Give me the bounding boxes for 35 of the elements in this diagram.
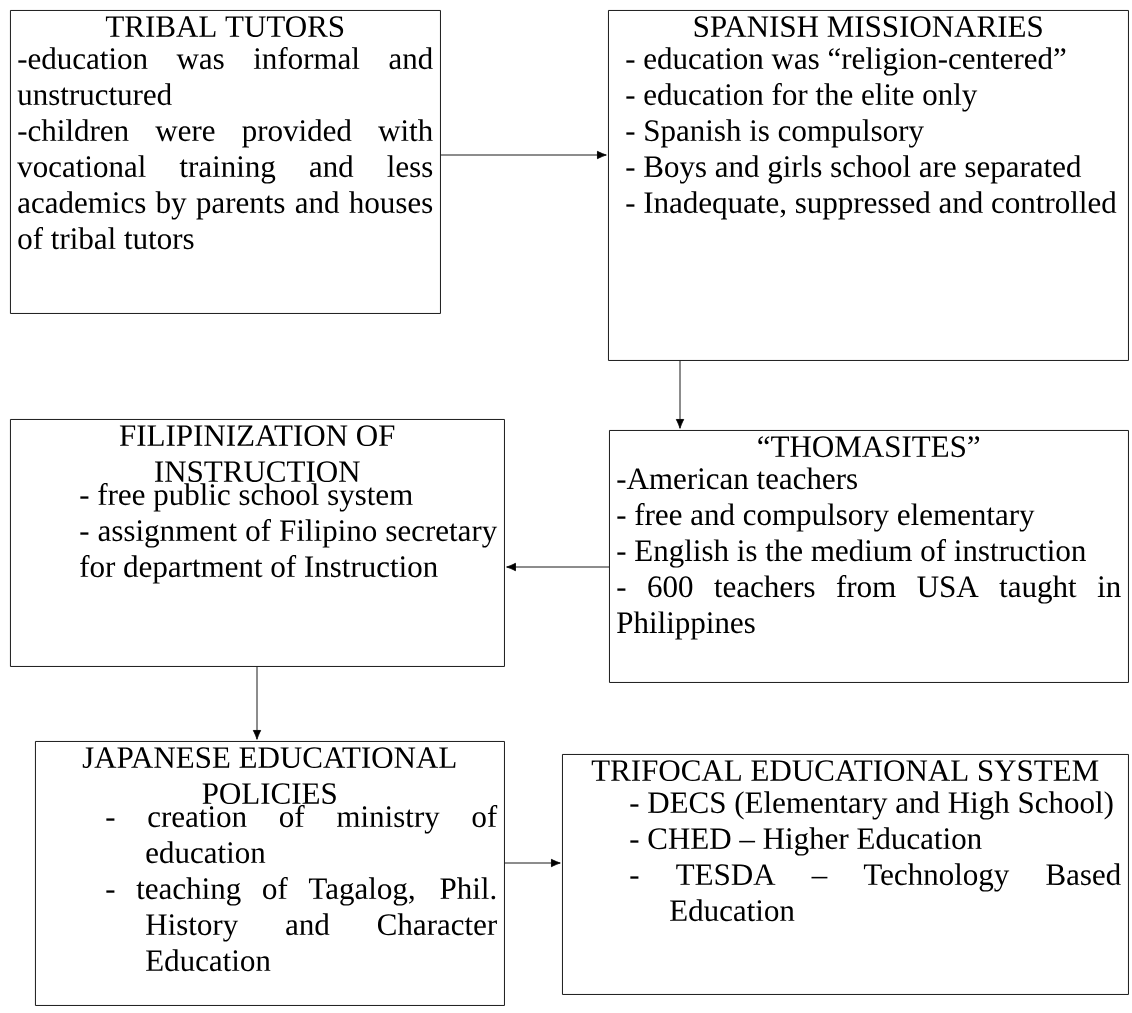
text-box [609,430,1129,683]
box-heading: TRIBAL TUTORS [105,16,344,38]
box-heading: FILIPINIZATION OF INSTRUCTION [119,425,395,483]
list-item: - Boys and girls school are separated [626,155,1082,184]
arrow [675,360,685,429]
box-heading: SPANISH MISSIONARIES [694,16,1042,38]
box-heading: TRIFOCAL EDUCATIONAL SYSTEM [591,760,1099,782]
arrow [440,150,607,160]
list-item: -children were provided with vocational training and less academics by parents and houses of tribal tutors [17,119,433,250]
list-item: - CHED – Higher Education [630,827,982,856]
text-box [10,10,441,314]
list-item: -education was informal and unstructured [17,47,433,106]
list-item: - 600 teachers from USA taught in Philippines [617,575,1121,640]
text-box [10,419,505,667]
list-item: - creation of ministry of education [106,805,498,864]
box-heading: “THOMASITES” [758,436,980,458]
list-item: -American teachers [617,467,857,490]
list-item: - English is the medium of instruction [617,539,1086,568]
list-item: - free and compulsory elementary [617,503,1035,532]
list-item: - TESDA – Technology Based Education [630,863,1121,922]
list-item: - assignment of Filipino secretary for department of Instruction [80,519,498,584]
text-box [608,10,1129,361]
arrow [252,666,262,740]
list-item: - education for the elite only [626,83,978,112]
text-box [562,754,1129,995]
list-item: - free public school system [80,483,413,512]
list-item: - teaching of Tagalog, Phil. History and Character Education [106,877,497,972]
arrow [506,562,610,572]
arrow [504,858,561,868]
list-item: - DECS (Elementary and High School) [630,791,1113,820]
text-box [35,741,505,1006]
list-item: - Inadequate, suppressed and controlled [626,191,1117,220]
box-heading: JAPANESE EDUCATIONAL POLICIES [82,747,456,805]
list-item: - education was “religion-centered” [626,47,1066,76]
list-item: - Spanish is compulsory [626,119,924,148]
